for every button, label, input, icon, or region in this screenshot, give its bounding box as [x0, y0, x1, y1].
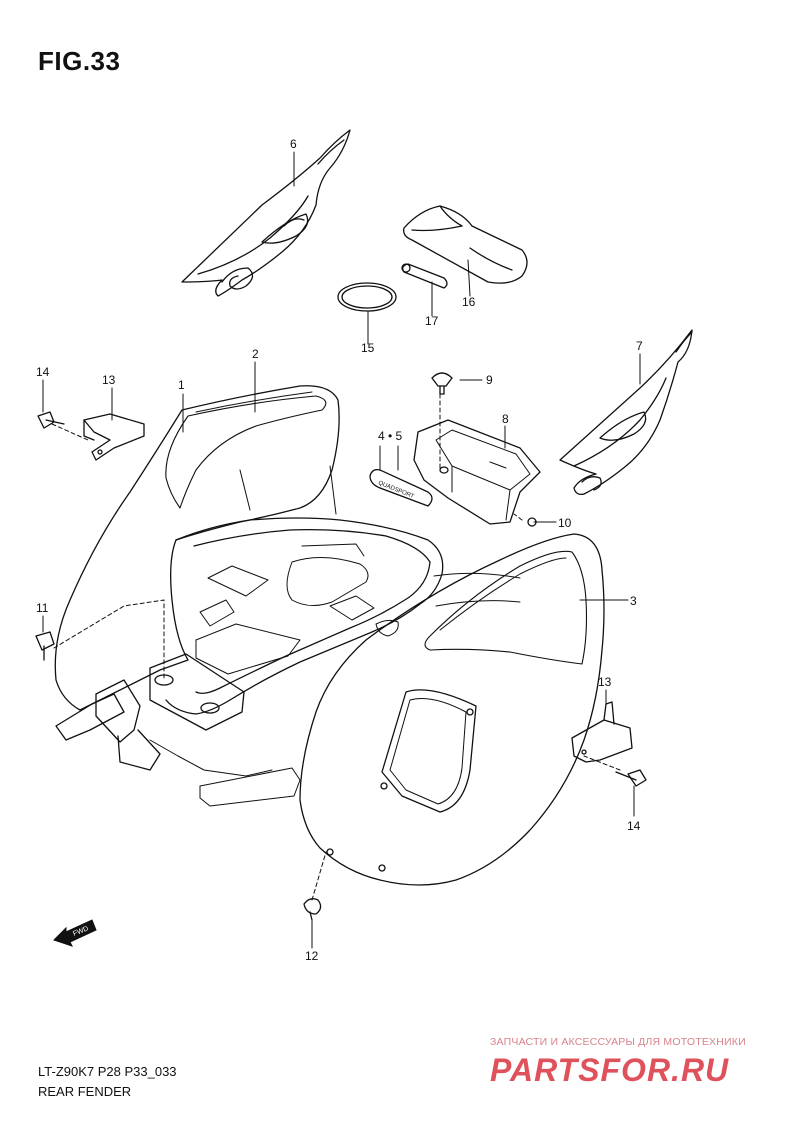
tool-bag-part: [403, 205, 528, 284]
label-10: 10: [558, 516, 572, 530]
label-4-5: 4 • 5: [378, 429, 403, 443]
label-8: 8: [502, 412, 509, 426]
bolt-part-14-lower: [615, 769, 647, 787]
label-12: 12: [305, 949, 319, 963]
watermark-logo: PARTSFOR.RU: [490, 1052, 729, 1088]
label-14-upper: 14: [36, 365, 50, 379]
dashed-assembly-lines: [51, 393, 621, 901]
bracket-part-13-lower: [571, 701, 633, 763]
label-13-lower: 13: [598, 675, 612, 689]
label-6: 6: [290, 137, 297, 151]
bolt-part-11: [35, 631, 55, 661]
clip-part-12: [303, 898, 322, 921]
part-labels: 1 2 3 4 • 5 6 7 8 9 10 11 12 13 13 14 14…: [36, 137, 643, 963]
label-14-lower: 14: [627, 819, 641, 833]
right-decal-part: [559, 329, 693, 496]
label-9: 9: [486, 373, 493, 387]
label-15: 15: [361, 341, 375, 355]
rivet-part-9: [431, 372, 453, 395]
bolt-part-14-upper: [37, 411, 65, 429]
o-ring-part: [337, 282, 397, 312]
label-17: 17: [425, 314, 439, 328]
rear-fender-body: [54, 385, 605, 886]
label-1: 1: [178, 378, 185, 392]
left-decal-part: [181, 129, 351, 297]
label-11: 11: [36, 601, 49, 615]
watermark-logo-text: PARTSFOR.RU: [490, 1052, 729, 1088]
leader-lines: [42, 151, 641, 949]
label-13-upper: 13: [102, 373, 116, 387]
watermark-subtitle: ЗАПЧАСТИ И АКСЕССУАРЫ ДЛЯ МОТОТЕХНИКИ: [490, 1036, 746, 1048]
label-3: 3: [630, 594, 637, 608]
bracket-part-13-upper: [83, 413, 145, 461]
label-2: 2: [252, 347, 259, 361]
tool-rod-part: [401, 263, 448, 289]
figure-name: REAR FENDER: [38, 1084, 132, 1099]
figure-code: LT-Z90K7 P28 P33_033: [38, 1064, 177, 1079]
emblem-part: [369, 468, 433, 507]
label-7: 7: [636, 339, 643, 353]
label-16: 16: [462, 295, 476, 309]
tool-box-part: [413, 419, 541, 525]
fwd-arrow-icon: FWD: [53, 919, 97, 947]
figure-title: FIG.33: [38, 46, 121, 76]
